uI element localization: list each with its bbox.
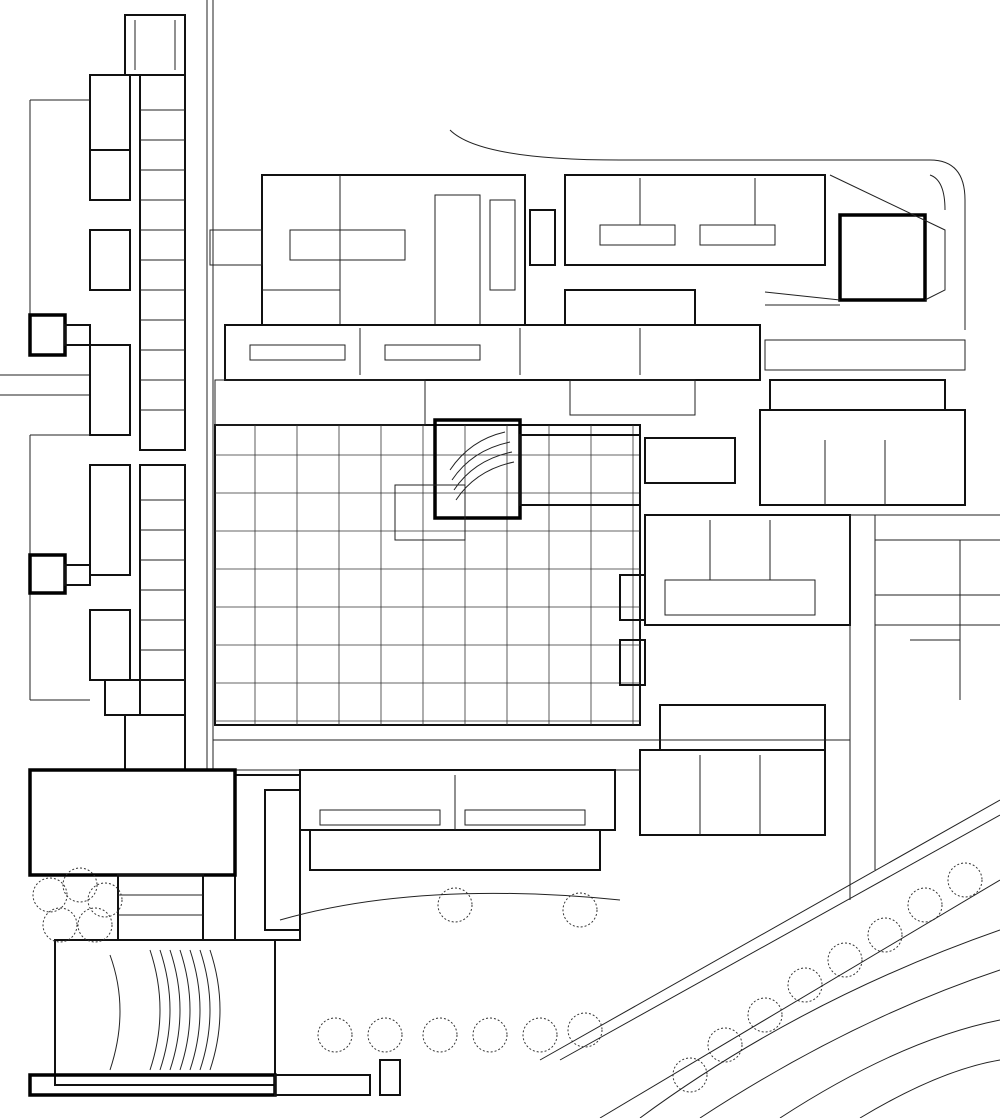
tree bbox=[367, 1017, 403, 1053]
gymnasium-block bbox=[28, 768, 237, 941]
tree bbox=[42, 907, 78, 943]
tree bbox=[522, 1017, 558, 1053]
landscape-trees bbox=[32, 862, 983, 1093]
central-corridor-building bbox=[224, 289, 966, 416]
auditorium bbox=[28, 939, 401, 1097]
tree bbox=[472, 1017, 508, 1053]
tree bbox=[62, 867, 98, 903]
north-workshop-building bbox=[209, 174, 556, 326]
tree bbox=[827, 942, 863, 978]
tree bbox=[437, 887, 473, 923]
tree bbox=[747, 997, 783, 1033]
tree bbox=[87, 882, 123, 918]
northeast-building bbox=[449, 129, 966, 330]
west-road bbox=[0, 0, 214, 770]
railway-embankment bbox=[279, 799, 1000, 1118]
tree bbox=[907, 887, 943, 923]
central-lecture-hall bbox=[394, 418, 736, 541]
tree bbox=[787, 967, 823, 1003]
west-classroom-wing bbox=[28, 14, 186, 771]
south-workshop-building bbox=[234, 769, 616, 941]
tree bbox=[317, 1017, 353, 1053]
tree bbox=[422, 1017, 458, 1053]
tree bbox=[947, 862, 983, 898]
tree bbox=[77, 907, 113, 943]
tree bbox=[707, 1027, 743, 1063]
tree bbox=[32, 877, 68, 913]
east-buildings bbox=[213, 379, 1000, 900]
covered-courtyard-grid bbox=[214, 379, 641, 726]
stair-tower bbox=[28, 553, 67, 595]
tree bbox=[867, 917, 903, 953]
tree bbox=[562, 892, 598, 928]
stair-tower bbox=[28, 313, 67, 357]
tree bbox=[567, 1012, 603, 1048]
